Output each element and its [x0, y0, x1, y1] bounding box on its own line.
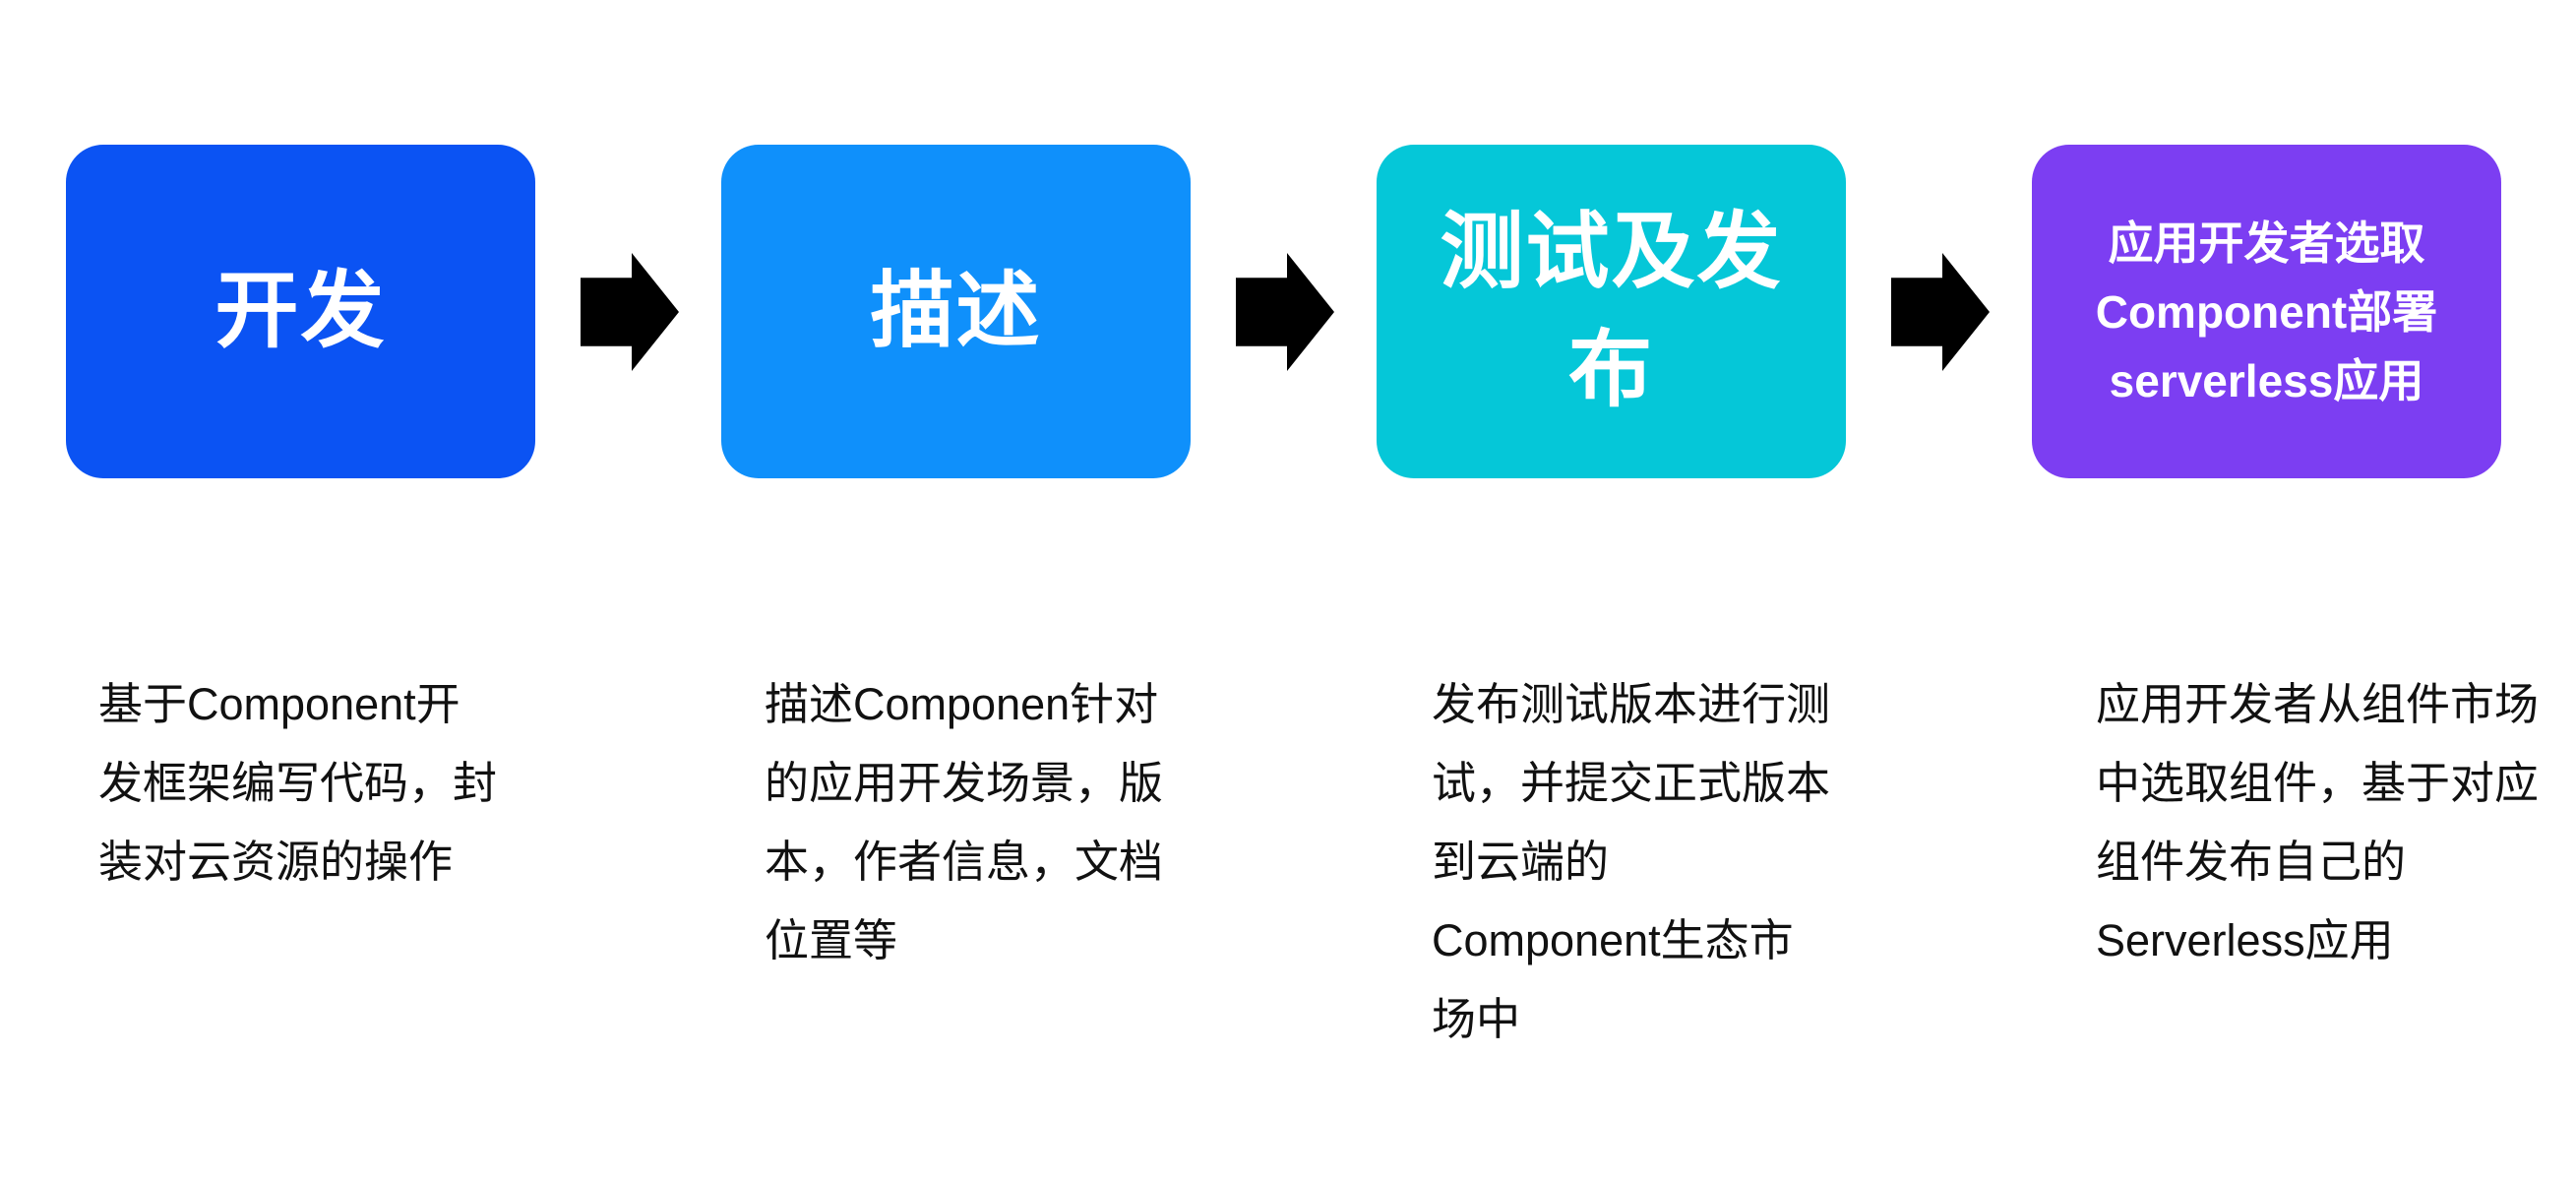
- arrow-right-icon: [1236, 253, 1334, 371]
- step-box-describe: 描述: [721, 145, 1191, 478]
- step-box-develop: 开发: [66, 145, 535, 478]
- step-description-develop: 基于Component开 发框架编写代码，封 装对云资源的操作: [98, 679, 498, 887]
- step-box-test-release: 测试及发 布: [1377, 145, 1846, 478]
- step-box-deploy-app: 应用开发者选取 Component部署 serverless应用: [2032, 145, 2501, 478]
- step-title-describe: 描述: [870, 264, 1042, 358]
- step-title-deploy-app: 应用开发者选取 Component部署 serverless应用: [2095, 217, 2438, 406]
- step-title-test-release: 测试及发 布: [1440, 205, 1783, 417]
- step-description-describe: 描述Componen针对 的应用开发场景，版 本，作者信息，文档 位置等: [765, 679, 1164, 965]
- step-description-test-release: 发布测试版本进行测 试，并提交正式版本 到云端的 Component生态市 场中: [1432, 679, 1831, 1044]
- step-description-deploy-app: 应用开发者从组件市场 中选取组件，基于对应 组件发布自己的 Serverless…: [2096, 679, 2540, 965]
- arrow-right-icon: [1891, 253, 1990, 371]
- step-title-develop: 开发: [215, 264, 387, 358]
- arrow-right-icon: [581, 253, 679, 371]
